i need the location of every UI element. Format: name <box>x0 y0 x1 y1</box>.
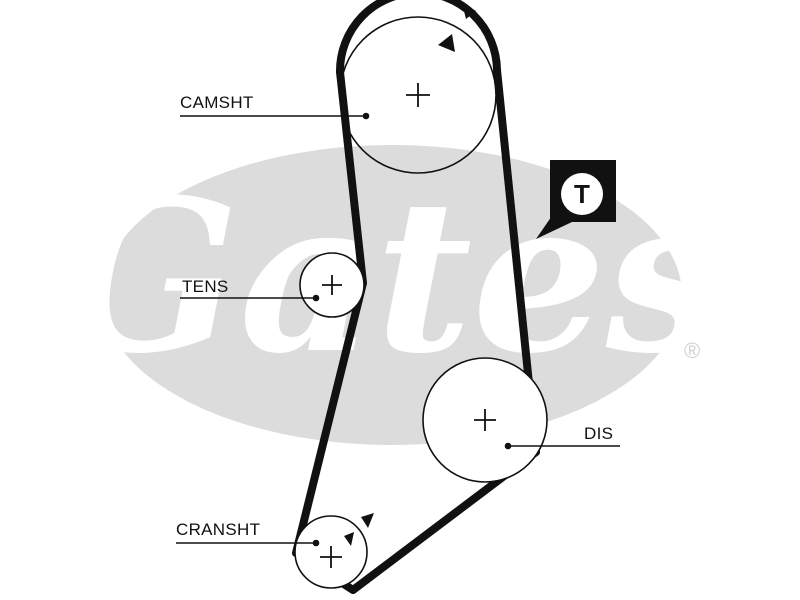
distributor-center-mark <box>474 409 496 431</box>
tensioner-pulley <box>299 252 365 318</box>
registered-mark: ® <box>684 338 700 363</box>
crankshaft-center-mark <box>320 546 342 568</box>
tensioner-label: TENS <box>182 277 229 296</box>
camshaft-outer-arrow-icon <box>462 3 476 19</box>
belt-camshaft-wrap <box>335 0 501 76</box>
distributor-pulley <box>422 357 548 483</box>
tension-badge: T <box>536 160 616 239</box>
tension-badge-letter: T <box>574 179 590 209</box>
crankshaft-pulley <box>294 515 368 589</box>
leader-lines <box>176 112 620 547</box>
tension-badge-pointer <box>536 210 572 239</box>
tensioner-leader-dot <box>312 294 320 302</box>
camshaft-center-mark <box>406 83 430 107</box>
crankshaft-label: CRANSHT <box>176 520 260 539</box>
watermark-ellipse <box>102 145 682 445</box>
camshaft-pulley <box>339 16 497 174</box>
brand-watermark: Gates ® <box>60 145 724 445</box>
timing-marks <box>344 3 476 546</box>
camshaft-leader-dot <box>362 112 370 120</box>
tensioner-center-mark <box>322 275 342 295</box>
watermark-brand-text: Gates <box>60 153 724 400</box>
distributor-label: DIS <box>584 424 613 443</box>
camshaft-label: CAMSHT <box>180 93 254 112</box>
crankshaft-outer-arrow-icon <box>361 513 374 528</box>
distributor-leader-dot <box>504 442 512 450</box>
camshaft-inner-arrow-icon <box>438 34 455 52</box>
crankshaft-leader-dot <box>312 539 320 547</box>
tension-badge-circle <box>561 173 603 215</box>
camshaft-pulley-circle <box>339 16 497 174</box>
crankshaft-inner-arrow-icon <box>344 532 354 546</box>
